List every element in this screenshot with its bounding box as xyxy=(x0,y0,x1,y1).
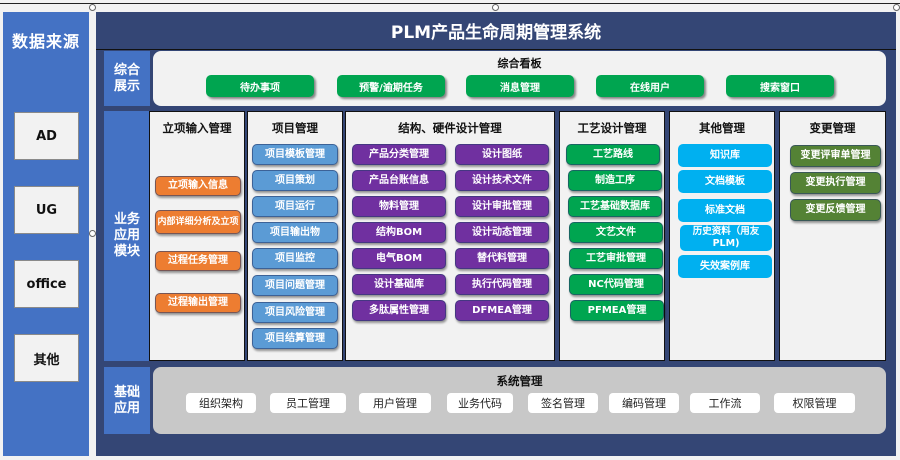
module-title: 其他管理 xyxy=(699,121,745,135)
row-label-business: 业务应用模块 xyxy=(104,111,150,361)
plm-main-panel: PLM产品生命周期管理系统 综合展示 业务应用模块 基础应用 综合看板 待办事项… xyxy=(96,12,896,456)
module-button[interactable]: 项目模板管理 xyxy=(252,144,338,165)
data-source-panel: 数据来源 AD UG office 其他 xyxy=(3,12,89,456)
module-title: 立项输入管理 xyxy=(162,121,232,135)
module-project-input: 立项输入管理 立项输入信息 内部详细分析及立项 过程任务管理 过程输出管理 xyxy=(149,111,245,361)
data-source-ad[interactable]: AD xyxy=(14,112,79,160)
module-button[interactable]: 项目监控 xyxy=(252,248,338,269)
module-button[interactable]: 设计动态管理 xyxy=(455,222,549,243)
module-button[interactable]: 产品台账信息 xyxy=(352,170,446,191)
module-button[interactable]: NC代码管理 xyxy=(569,274,663,295)
module-button[interactable]: 过程任务管理 xyxy=(155,251,241,271)
module-button[interactable]: 工艺路线 xyxy=(566,144,660,165)
system-button-users[interactable]: 用户管理 xyxy=(359,393,431,413)
module-structure-hardware-design: 结构、硬件设计管理 产品分类管理 产品台账信息 物料管理 结构BOM 电气BOM… xyxy=(345,111,555,361)
module-button[interactable]: 设计审批管理 xyxy=(455,196,549,217)
module-button[interactable]: 产品分类管理 xyxy=(352,144,446,165)
module-button[interactable]: 变更评审单管理 xyxy=(790,145,881,167)
row-label-base: 基础应用 xyxy=(104,367,150,434)
module-button[interactable]: 项目运行 xyxy=(252,196,338,217)
module-button[interactable]: 多肽属性管理 xyxy=(352,300,446,321)
page-title: PLM产品生命周期管理系统 xyxy=(390,23,602,43)
module-button[interactable]: 设计图纸 xyxy=(455,144,549,165)
module-button[interactable]: 项目输出物 xyxy=(252,222,338,243)
title-divider xyxy=(96,49,896,50)
resize-handle[interactable] xyxy=(89,230,96,237)
system-management-panel: 系统管理 组织架构 员工管理 用户管理 业务代码 签名管理 编码管理 工作流 权… xyxy=(153,367,886,434)
data-source-title: 数据来源 xyxy=(11,32,80,51)
resize-handle[interactable] xyxy=(492,4,499,11)
dashboard-panel: 综合看板 待办事项 预警/逾期任务 消息管理 在线用户 搜索窗口 xyxy=(153,51,886,106)
resize-handle[interactable] xyxy=(89,4,96,11)
module-button[interactable]: 设计基础库 xyxy=(352,274,446,295)
module-button[interactable]: 失效案例库 xyxy=(678,255,772,278)
module-button[interactable]: 替代料管理 xyxy=(455,248,549,269)
module-change-management: 变更管理 变更评审单管理 变更执行管理 变更反馈管理 xyxy=(779,111,886,361)
module-button[interactable]: 项目策划 xyxy=(252,170,338,191)
module-button[interactable]: 物料管理 xyxy=(352,196,446,217)
data-source-office[interactable]: office xyxy=(14,260,79,308)
data-source-ug[interactable]: UG xyxy=(14,186,79,234)
resize-handle[interactable] xyxy=(893,4,900,11)
module-button[interactable]: 电气BOM xyxy=(352,248,446,269)
dashboard-button-messages[interactable]: 消息管理 xyxy=(466,75,574,97)
module-title: 工艺设计管理 xyxy=(577,121,647,135)
system-management-title: 系统管理 xyxy=(496,374,543,388)
module-button[interactable]: 项目问题管理 xyxy=(252,275,338,296)
dashboard-button-search[interactable]: 搜索窗口 xyxy=(726,75,834,97)
module-button[interactable]: 文艺文件 xyxy=(569,222,663,243)
module-project-management: 项目管理 项目模板管理 项目策划 项目运行 项目输出物 项目监控 项目问题管理 … xyxy=(247,111,343,361)
module-button[interactable]: 设计技术文件 xyxy=(455,170,549,191)
module-button[interactable]: 标准文档 xyxy=(678,199,772,222)
module-button[interactable]: 过程输出管理 xyxy=(155,293,241,313)
module-button[interactable]: 项目风险管理 xyxy=(252,302,338,323)
module-button[interactable]: 内部详细分析及立项 xyxy=(155,210,241,234)
row-label-overview: 综合展示 xyxy=(104,51,150,106)
module-button[interactable]: 文档模板 xyxy=(678,170,772,193)
module-process-design: 工艺设计管理 工艺路线 制造工序 工艺基础数据库 文艺文件 工艺审批管理 NC代… xyxy=(559,111,665,361)
dashboard-title: 综合看板 xyxy=(497,57,542,70)
dashboard-button-warning[interactable]: 预警/逾期任务 xyxy=(337,75,445,97)
data-source-other[interactable]: 其他 xyxy=(14,334,79,382)
module-button[interactable]: 制造工序 xyxy=(568,170,662,191)
module-button[interactable]: 立项输入信息 xyxy=(155,176,241,196)
module-button[interactable]: 工艺审批管理 xyxy=(569,248,663,269)
system-button-encoding[interactable]: 编码管理 xyxy=(609,393,679,413)
module-button[interactable]: 变更执行管理 xyxy=(790,172,881,194)
module-button[interactable]: 结构BOM xyxy=(352,222,446,243)
dashboard-button-online-users[interactable]: 在线用户 xyxy=(596,75,704,97)
system-button-business-code[interactable]: 业务代码 xyxy=(447,393,513,413)
module-title: 结构、硬件设计管理 xyxy=(398,121,502,135)
module-other-management: 其他管理 知识库 文档模板 标准文档 历史资料（用友PLM) 失效案例库 xyxy=(669,111,775,361)
system-button-org[interactable]: 组织架构 xyxy=(186,393,256,413)
system-button-signature[interactable]: 签名管理 xyxy=(528,393,598,413)
module-button[interactable]: DFMEA管理 xyxy=(455,300,549,321)
system-button-workflow[interactable]: 工作流 xyxy=(690,393,760,413)
module-title: 变更管理 xyxy=(809,121,856,135)
system-button-permissions[interactable]: 权限管理 xyxy=(774,393,855,413)
module-button[interactable]: 项目结算管理 xyxy=(252,328,338,349)
module-button[interactable]: 工艺基础数据库 xyxy=(568,196,662,217)
module-button[interactable]: 历史资料（用友PLM) xyxy=(680,225,772,251)
top-border-line xyxy=(0,3,900,4)
dashboard-button-todo[interactable]: 待办事项 xyxy=(206,75,314,97)
module-title: 项目管理 xyxy=(272,121,318,135)
module-button[interactable]: 执行代码管理 xyxy=(455,274,549,295)
module-button[interactable]: 知识库 xyxy=(678,144,772,167)
module-button[interactable]: PFMEA管理 xyxy=(570,300,664,321)
module-button[interactable]: 变更反馈管理 xyxy=(790,199,881,221)
system-button-staff[interactable]: 员工管理 xyxy=(270,393,346,413)
